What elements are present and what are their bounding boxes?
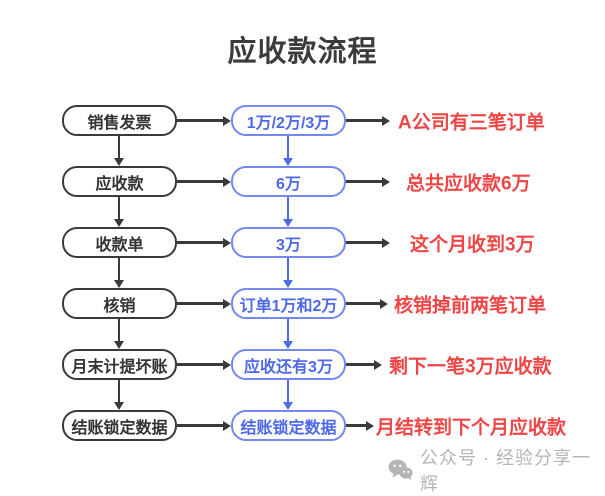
- process-step-box: 结账锁定数据: [62, 410, 177, 441]
- value-label: 3万: [276, 236, 301, 254]
- process-step-box: 应收款: [62, 166, 177, 197]
- arrow-down-icon: [283, 197, 293, 227]
- annotation-text: 总共应收款6万: [406, 173, 531, 194]
- process-step-box: 月末计提坏账: [62, 349, 177, 380]
- process-step-label: 销售发票: [87, 114, 152, 132]
- arrow-right-icon: [177, 410, 231, 441]
- annotation-text: 剩下一笔3万应收款: [389, 356, 552, 377]
- watermark-text: 公众号 · 经验分享一辉: [420, 448, 591, 494]
- value-box: 结账锁定数据: [231, 410, 346, 441]
- arrow-right-icon: [346, 349, 382, 380]
- value-label: 6万: [276, 175, 301, 193]
- value-box: 3万: [231, 227, 346, 258]
- value-label: 应收还有3万: [244, 358, 333, 376]
- watermark: 公众号 · 经验分享一辉: [388, 448, 605, 494]
- arrow-down-icon: [283, 258, 293, 288]
- arrow-down-icon: [114, 258, 124, 288]
- value-box: 订单1万和2万: [231, 288, 346, 319]
- process-step-label: 月末计提坏账: [71, 358, 168, 376]
- process-step-label: 收款单: [95, 236, 144, 254]
- flow-row: 月末计提坏账 应收还有3万 剩下一笔3万应收款: [62, 349, 605, 380]
- wechat-icon: [388, 459, 413, 481]
- annotation-text: 核销掉前两笔订单: [394, 295, 547, 316]
- arrow-right-icon: [177, 227, 231, 258]
- arrow-right-icon: [346, 105, 390, 136]
- arrow-right-icon: [177, 288, 231, 319]
- arrow-right-icon: [346, 227, 390, 258]
- arrow-right-icon: [346, 166, 390, 197]
- flow-row: 销售发票 1万/2万/3万 A公司有三笔订单: [62, 105, 605, 136]
- arrow-right-icon: [346, 288, 388, 319]
- process-step-label: 核销: [103, 297, 136, 315]
- arrow-down-icon: [114, 136, 124, 166]
- arrow-down-icon: [114, 319, 124, 349]
- flow-row: 应收款 6万 总共应收款6万: [62, 166, 605, 197]
- arrow-right-icon: [177, 349, 231, 380]
- annotation-text: A公司有三笔订单: [398, 112, 545, 133]
- value-label: 结账锁定数据: [240, 419, 337, 437]
- arrow-down-icon: [283, 136, 293, 166]
- arrow-right-icon: [177, 166, 231, 197]
- process-step-box: 核销: [62, 288, 177, 319]
- arrow-down-icon: [283, 380, 293, 410]
- process-step-box: 销售发票: [62, 105, 177, 136]
- flow-row: 结账锁定数据 结账锁定数据 月结转到下个月应收款: [62, 410, 605, 441]
- arrow-down-icon: [114, 380, 124, 410]
- value-box: 应收还有3万: [231, 349, 346, 380]
- value-box: 6万: [231, 166, 346, 197]
- arrow-down-icon: [283, 319, 293, 349]
- value-label: 订单1万和2万: [239, 297, 338, 315]
- value-label: 1万/2万/3万: [246, 114, 331, 132]
- process-step-box: 收款单: [62, 227, 177, 258]
- annotation-text: 月结转到下个月应收款: [376, 417, 567, 438]
- arrow-down-icon: [114, 197, 124, 227]
- flow-row: 核销 订单1万和2万 核销掉前两笔订单: [62, 288, 605, 319]
- process-step-label: 应收款: [95, 175, 144, 193]
- arrow-right-icon: [346, 410, 374, 441]
- value-box: 1万/2万/3万: [231, 105, 346, 136]
- annotation-text: 这个月收到3万: [410, 234, 535, 255]
- flow-row: 收款单 3万 这个月收到3万: [62, 227, 605, 258]
- process-step-label: 结账锁定数据: [71, 419, 168, 437]
- page-title: 应收款流程: [227, 36, 378, 68]
- arrow-right-icon: [177, 105, 231, 136]
